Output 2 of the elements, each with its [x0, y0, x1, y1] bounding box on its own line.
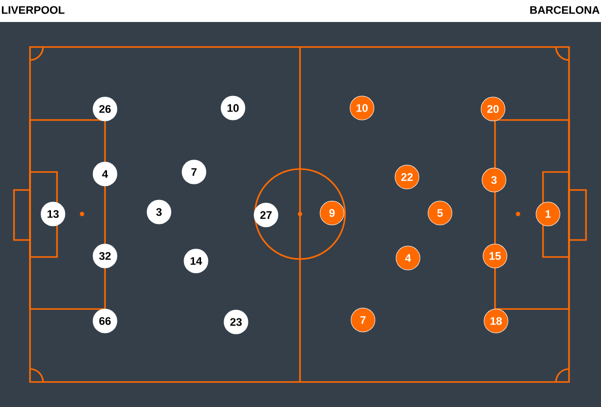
team-name: BARCELONA	[530, 6, 600, 14]
team-name: LIVERPOOL	[2, 6, 64, 14]
